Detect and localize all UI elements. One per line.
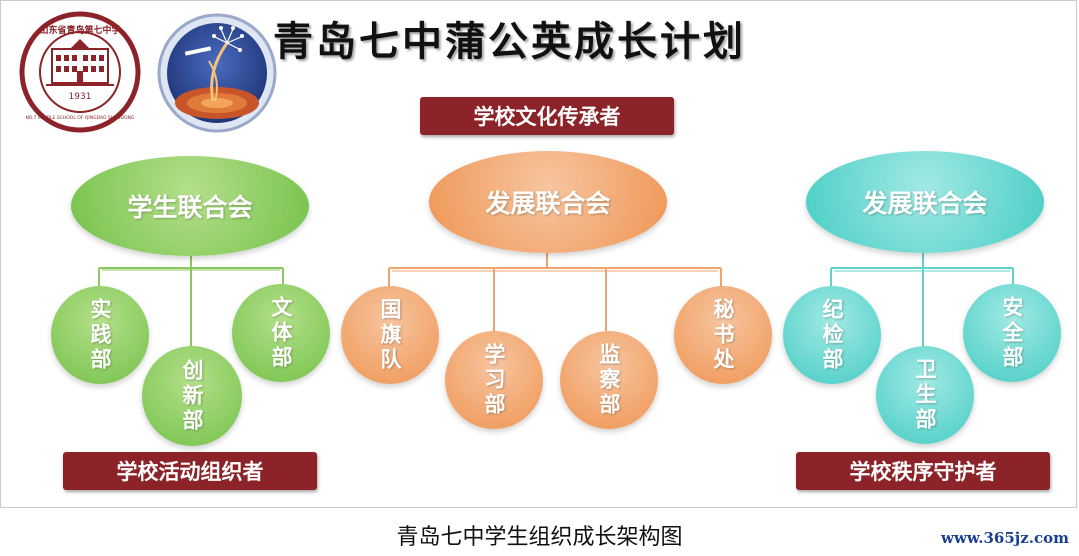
dept-innovation: 创新部 xyxy=(142,346,242,446)
banner-activity: 学校活动组织者 xyxy=(63,452,317,490)
slide: 1931 山东省青岛第七中学 NO.7 MIDDLE SCHOOL OF QIN… xyxy=(0,0,1077,508)
banner-order: 学校秩序守护者 xyxy=(796,452,1050,490)
seal-top-text: 山东省青岛第七中学 xyxy=(39,24,120,36)
dept-supervision: 监察部 xyxy=(560,331,658,429)
dept-safety: 安全部 xyxy=(963,284,1061,382)
seal-year: 1931 xyxy=(69,92,92,102)
school-seal-logo: 1931 山东省青岛第七中学 NO.7 MIDDLE SCHOOL OF QIN… xyxy=(16,11,144,133)
dept-flag-team: 国旗队 xyxy=(341,286,439,384)
group-development-union-2: 发展联合会 xyxy=(806,151,1044,253)
dept-culture-sports: 文体部 xyxy=(232,284,330,382)
dandelion-emblem-logo xyxy=(155,11,279,135)
group-student-union: 学生联合会 xyxy=(71,156,309,256)
dept-discipline: 纪检部 xyxy=(783,286,881,384)
dept-study: 学习部 xyxy=(445,331,543,429)
dept-hygiene: 卫生部 xyxy=(876,346,974,444)
watermark: www.365jz.com xyxy=(941,529,1069,547)
figure-caption: 青岛七中学生组织成长架构图 xyxy=(396,525,683,550)
dept-practice: 实践部 xyxy=(51,286,149,384)
group-development-union: 发展联合会 xyxy=(429,151,667,253)
seal-bottom-text: NO.7 MIDDLE SCHOOL OF QINGDAO SHANDONG xyxy=(26,115,135,121)
banner-culture: 学校文化传承者 xyxy=(420,97,674,135)
connector-lines xyxy=(98,253,1014,351)
page-title: 青岛七中蒲公英成长计划 xyxy=(273,18,746,65)
dept-secretariat: 秘书处 xyxy=(674,286,772,384)
